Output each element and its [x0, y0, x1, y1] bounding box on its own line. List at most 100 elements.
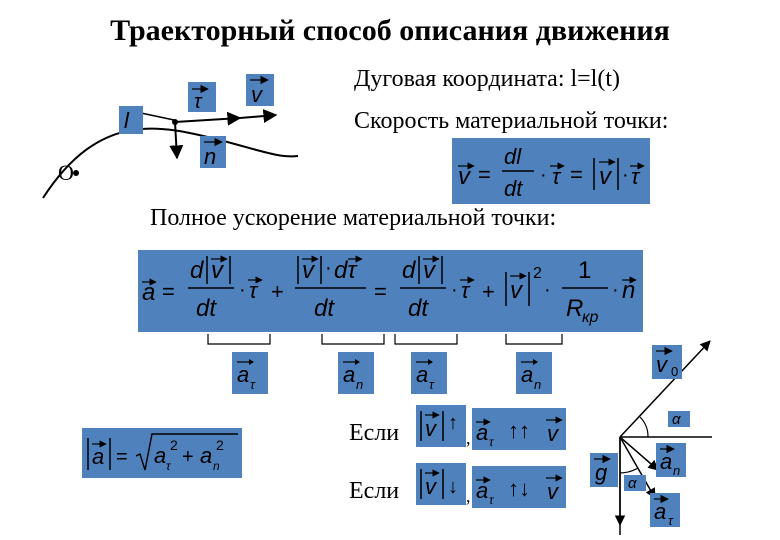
svg-text:=: =	[162, 279, 175, 304]
svg-text:v: v	[458, 163, 472, 190]
trajectory-diagram: O l τ v n	[42, 74, 299, 199]
svg-text:a: a	[654, 499, 666, 524]
svg-text:dl: dl	[504, 144, 522, 169]
svg-text:R: R	[566, 295, 583, 322]
magnitude-formula-box: a = a τ 2 + a n 2	[82, 428, 242, 478]
svg-text:↑↑: ↑↑	[508, 418, 530, 443]
svg-text:τ: τ	[552, 164, 562, 189]
tau-symbol-box	[188, 82, 216, 112]
component-subscript: n	[356, 377, 363, 392]
velocity-arrow	[239, 109, 278, 124]
svg-text:τ: τ	[489, 493, 495, 507]
svg-text:τ: τ	[631, 164, 641, 189]
svg-text:·: ·	[325, 257, 332, 279]
svg-text:·: ·	[544, 279, 551, 301]
n-symbol: n	[204, 144, 216, 169]
svg-text:a: a	[92, 444, 104, 469]
svg-text:·: ·	[622, 164, 629, 186]
normal-arrow	[169, 121, 184, 160]
tau-symbol: τ	[194, 91, 203, 113]
acceleration-text: Полное ускорение материальной точки:	[150, 205, 557, 231]
svg-text:·: ·	[451, 279, 458, 301]
svg-text:2: 2	[170, 437, 178, 453]
svg-text:a: a	[416, 362, 428, 387]
svg-text:a: a	[476, 478, 488, 503]
svg-text:v: v	[211, 257, 225, 284]
l-symbol: l	[124, 108, 130, 133]
svg-text:v: v	[547, 421, 560, 446]
svg-text:=: =	[478, 162, 491, 187]
component-subscript: τ	[250, 377, 256, 392]
v0-arrow	[619, 340, 711, 438]
arc-coordinate-text: Дуговая координата: l=l(t)	[354, 66, 621, 92]
svg-text:a: a	[476, 420, 488, 445]
l-symbol-box	[119, 106, 143, 134]
component-subscript: n	[534, 377, 541, 392]
projectile-vector-diagram: v 0 α a n g α a τ	[590, 340, 712, 535]
svg-text:α: α	[628, 475, 637, 492]
an-arrow	[619, 436, 659, 471]
svg-text:a: a	[237, 362, 249, 387]
if-label-2: Если	[349, 478, 400, 504]
svg-text:2: 2	[533, 265, 542, 282]
svg-text:2: 2	[216, 437, 224, 453]
svg-text:v: v	[547, 479, 560, 504]
svg-text:1: 1	[578, 257, 591, 284]
svg-text:d: d	[402, 257, 416, 284]
cond2-relation-box: a τ ↑↓ v	[472, 466, 566, 508]
svg-text:dt: dt	[314, 295, 335, 322]
svg-text:a: a	[521, 362, 533, 387]
slide-title: Траекторный способ описания движения	[110, 14, 670, 47]
svg-text:τ: τ	[489, 435, 495, 449]
svg-text:=: =	[116, 446, 128, 468]
svg-text:a: a	[154, 443, 166, 468]
v-symbol-box	[246, 74, 274, 106]
atau-arrow	[619, 436, 656, 499]
svg-text:v: v	[599, 163, 613, 190]
svg-text:a: a	[343, 362, 355, 387]
velocity-formula-box: v = dl dt · τ = v · τ	[452, 138, 650, 204]
svg-text:кр: кр	[582, 309, 599, 326]
component-subscript: τ	[429, 377, 435, 392]
velocity-text: Скорость материальной точки:	[354, 108, 669, 134]
svg-text:·: ·	[540, 164, 547, 186]
svg-text:v: v	[425, 474, 438, 499]
svg-text:↓: ↓	[448, 476, 458, 498]
svg-text:v: v	[423, 257, 437, 284]
svg-text:a: a	[200, 443, 212, 468]
svg-text:·: ·	[239, 279, 246, 301]
cond2-magnitude-box: v ↓	[416, 463, 466, 505]
if-label-1: Если	[349, 420, 400, 446]
trajectory-curve	[42, 127, 299, 199]
svg-text:v: v	[425, 416, 438, 441]
svg-text:+: +	[271, 279, 284, 304]
svg-text:dt: dt	[504, 176, 523, 201]
svg-text:0: 0	[671, 364, 678, 379]
svg-text:τ: τ	[166, 459, 172, 473]
arc-length-line	[140, 112, 175, 121]
svg-text:↑↓: ↑↓	[508, 476, 530, 501]
cond1-relation-box: a τ ↑↑ v	[472, 408, 566, 450]
full-acceleration-formula-box: a = d v dt · τ + v · dτ dt = d v dt · τ	[138, 250, 643, 332]
svg-text:d: d	[190, 257, 204, 284]
origin-label: O	[58, 160, 74, 185]
origin-point	[73, 170, 79, 176]
svg-text:v: v	[302, 257, 316, 284]
svg-text:v: v	[510, 277, 524, 304]
svg-text:τ: τ	[668, 513, 674, 528]
svg-text:a: a	[660, 449, 672, 474]
v-symbol: v	[251, 82, 264, 107]
component-brackets	[207, 334, 563, 345]
tangent-arrow	[174, 111, 242, 126]
svg-text:dτ: dτ	[334, 257, 358, 284]
svg-text:dt: dt	[196, 295, 217, 322]
svg-text:dt: dt	[408, 295, 429, 322]
svg-text:+: +	[482, 279, 495, 304]
svg-text:n: n	[622, 277, 635, 304]
svg-text:·: ·	[612, 279, 619, 301]
svg-text:τ: τ	[249, 278, 259, 303]
